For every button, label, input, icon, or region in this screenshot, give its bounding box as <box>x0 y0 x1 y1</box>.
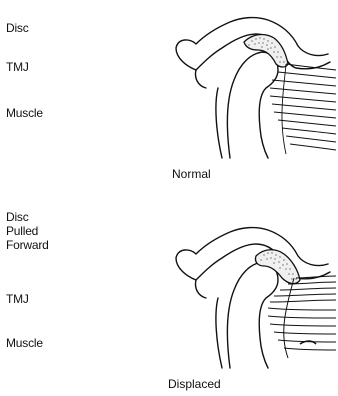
displaced-muscle-fibers <box>268 276 336 358</box>
displaced-condyle-outline <box>227 262 278 368</box>
displaced-caption: Displaced <box>168 377 221 391</box>
displaced-disc-label-line1: Disc <box>6 210 49 224</box>
displaced-tmj-label: TMJ <box>6 292 29 306</box>
normal-muscle-label: Muscle <box>6 106 43 120</box>
displaced-disc-label-line3: Forward <box>6 238 49 252</box>
displaced-muscle-label: Muscle <box>6 336 43 350</box>
normal-tmj-label: TMJ <box>6 60 29 74</box>
normal-condyle-outline <box>227 52 278 158</box>
normal-disc-label: Disc <box>6 21 29 35</box>
displaced-disc-label: Disc Pulled Forward <box>6 210 49 252</box>
normal-caption: Normal <box>172 167 211 181</box>
displaced-skull-outline <box>176 228 328 280</box>
displaced-tmj-diagram <box>160 218 338 376</box>
normal-disc-shape <box>244 35 288 67</box>
normal-muscle-fibers <box>270 64 336 154</box>
displaced-disc-label-line2: Pulled <box>6 224 49 238</box>
normal-tmj-diagram <box>160 8 338 166</box>
